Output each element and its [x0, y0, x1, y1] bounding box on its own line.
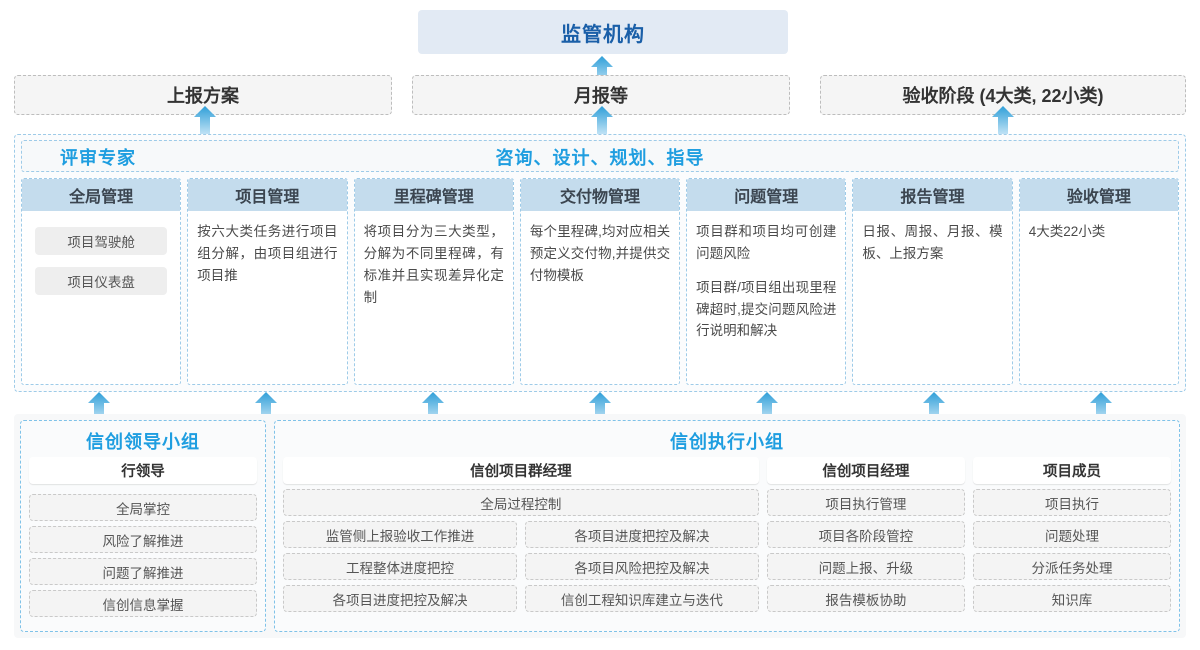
arrow-to-submission-plan [194, 106, 216, 134]
report-row: 上报方案 月报等 验收阶段 (4大类, 22小类) [0, 75, 1200, 115]
task-item[interactable]: 工程整体进度把控 [283, 553, 517, 580]
role-project-member[interactable]: 项目成员 [972, 457, 1172, 484]
arrow-row-bottom-to-platform [0, 392, 1200, 422]
column-project-manager: 信创项目经理 项目执行管理 项目各阶段管控 问题上报、升级 报告模板协助 [766, 457, 965, 623]
arrow-to-monthly-report [591, 106, 613, 134]
task-item[interactable]: 分派任务处理 [972, 553, 1172, 580]
column-global-management[interactable]: 全局管理 项目驾驶舱 项目仪表盘 [21, 178, 182, 385]
task-item[interactable]: 信创信息掌握 [29, 590, 257, 617]
arrow-to-column-4 [589, 392, 611, 420]
task-item[interactable]: 各项目进度把控及解决 [283, 585, 517, 612]
column-title: 验收管理 [1019, 179, 1178, 211]
group-leadership: 信创领导小组 行领导 全局掌控 风险了解推进 问题了解推进 信创信息掌握 [20, 420, 266, 632]
role-program-manager[interactable]: 信创项目群经理 [283, 457, 759, 484]
task-item[interactable]: 信创工程知识库建立与迭代 [524, 585, 759, 612]
task-item[interactable]: 项目各阶段管控 [766, 521, 965, 548]
pill-project-cockpit[interactable]: 项目驾驶舱 [35, 227, 168, 255]
column-deliverable-management[interactable]: 交付物管理 每个里程碑,均对应相关预定义交付物,并提供交付物模板 [519, 178, 681, 385]
task-item[interactable]: 各项目风险把控及解决 [524, 553, 759, 580]
column-body: 4大类22小类 [1020, 211, 1178, 384]
group-execution: 信创执行小组 信创项目群经理 全局过程控制 监管侧上报验收工作推进 工程整体进度… [274, 420, 1180, 632]
column-title: 交付物管理 [520, 179, 680, 211]
task-item[interactable]: 各项目进度把控及解决 [524, 521, 759, 548]
task-item[interactable]: 问题处理 [972, 521, 1172, 548]
column-body: 项目驾驶舱 项目仪表盘 [22, 211, 180, 384]
execution-columns: 信创项目群经理 全局过程控制 监管侧上报验收工作推进 工程整体进度把控 各项目进… [283, 457, 1172, 623]
group-title-leadership: 信创领导小组 [86, 432, 200, 452]
task-item[interactable]: 知识库 [972, 585, 1172, 612]
task-item[interactable]: 问题上报、升级 [766, 553, 965, 580]
arrow-to-column-2 [255, 392, 277, 420]
arrow-to-acceptance-stage [992, 106, 1014, 134]
group-title-execution: 信创执行小组 [670, 432, 784, 452]
arrow-row-middle-to-reports [0, 106, 1200, 143]
task-item[interactable]: 项目执行 [972, 489, 1172, 516]
program-manager-tasks-right: 各项目进度把控及解决 各项目风险把控及解决 信创工程知识库建立与迭代 [524, 516, 759, 612]
arrow-to-column-1 [88, 392, 110, 420]
column-title: 里程碑管理 [354, 179, 513, 211]
task-item[interactable]: 全局掌控 [29, 494, 257, 521]
column-body: 将项目分为三大类型，分解为不同里程碑，有标准并且实现差异化定制 [355, 211, 513, 384]
arrow-to-column-3 [422, 392, 444, 420]
column-title: 报告管理 [853, 179, 1012, 211]
column-project-member: 项目成员 项目执行 问题处理 分派任务处理 知识库 [972, 457, 1172, 623]
role-project-manager[interactable]: 信创项目经理 [766, 457, 965, 484]
column-paragraph: 4大类22小类 [1028, 224, 1106, 239]
platform-columns: 全局管理 项目驾驶舱 项目仪表盘 项目管理 按六大类任务进行项目组分解，由项目组… [21, 178, 1179, 385]
task-item[interactable]: 监管侧上报验收工作推进 [283, 521, 517, 548]
column-report-management[interactable]: 报告管理 日报、周报、月报、模板、上报方案 [852, 178, 1013, 385]
column-paragraph: 日报、周报、月报、模板、上报方案 [862, 224, 1003, 261]
task-item[interactable]: 报告模板协助 [766, 585, 965, 612]
platform-header-bar: 评审专家 咨询、设计、规划、指导 [21, 140, 1179, 172]
leadership-task-list: 全局掌控 风险了解推进 问题了解推进 信创信息掌握 [29, 489, 257, 617]
column-acceptance-management[interactable]: 验收管理 4大类22小类 [1018, 178, 1179, 385]
column-paragraph: 将项目分为三大类型，分解为不同里程碑，有标准并且实现差异化定制 [363, 224, 504, 305]
arrow-to-column-7 [1090, 392, 1112, 420]
arrow-to-column-5 [756, 392, 778, 420]
task-item[interactable]: 项目执行管理 [766, 489, 965, 516]
task-item[interactable]: 问题了解推进 [29, 558, 257, 585]
column-title: 全局管理 [22, 179, 181, 211]
column-body: 项目群和项目均可创建问题风险 项目群/项目组出现里程碑超时,提交问题风险进行说明… [687, 211, 845, 384]
column-body: 日报、周报、月报、模板、上报方案 [853, 211, 1011, 384]
column-program-manager: 信创项目群经理 全局过程控制 监管侧上报验收工作推进 工程整体进度把控 各项目进… [283, 457, 759, 623]
column-paragraph: 按六大类任务进行项目组分解，由项目组进行项目推 [197, 224, 338, 283]
report-box-submission-plan[interactable]: 上报方案 [14, 75, 392, 115]
task-item[interactable]: 风险了解推进 [29, 526, 257, 553]
column-body: 按六大类任务进行项目组分解，由项目组进行项目推 [188, 211, 346, 384]
arrow-month-report-to-regulator [591, 56, 613, 84]
column-title: 项目管理 [188, 179, 347, 211]
task-item-global-process-control[interactable]: 全局过程控制 [283, 489, 759, 516]
organization-section: 信创领导小组 行领导 全局掌控 风险了解推进 问题了解推进 信创信息掌握 信创执… [14, 414, 1186, 638]
column-paragraph: 每个里程碑,均对应相关预定义交付物,并提供交付物模板 [529, 224, 671, 283]
column-project-management[interactable]: 项目管理 按六大类任务进行项目组分解，由项目组进行项目推 [187, 178, 348, 385]
platform-header-consulting: 咨询、设计、规划、指导 [495, 148, 705, 168]
column-title: 问题管理 [687, 179, 846, 211]
regulator-box: 监管机构 [418, 10, 788, 54]
role-bank-leader[interactable]: 行领导 [29, 457, 257, 484]
platform-section: 评审专家 咨询、设计、规划、指导 全局管理 项目驾驶舱 项目仪表盘 项目管理 按… [14, 134, 1186, 392]
program-manager-tasks-left: 监管侧上报验收工作推进 工程整体进度把控 各项目进度把控及解决 [283, 516, 517, 612]
column-body: 每个里程碑,均对应相关预定义交付物,并提供交付物模板 [521, 211, 679, 384]
column-paragraph: 项目群和项目均可创建问题风险 [696, 224, 837, 261]
pill-project-dashboard[interactable]: 项目仪表盘 [35, 267, 168, 295]
arrow-to-column-6 [923, 392, 945, 420]
column-milestone-management[interactable]: 里程碑管理 将项目分为三大类型，分解为不同里程碑，有标准并且实现差异化定制 [353, 178, 514, 385]
platform-header-review-experts: 评审专家 [60, 148, 136, 168]
column-paragraph: 项目群/项目组出现里程碑超时,提交问题风险进行说明和解决 [696, 279, 837, 339]
program-manager-task-grid: 监管侧上报验收工作推进 工程整体进度把控 各项目进度把控及解决 各项目进度把控及… [283, 516, 759, 612]
column-issue-management[interactable]: 问题管理 项目群和项目均可创建问题风险 项目群/项目组出现里程碑超时,提交问题风… [686, 178, 847, 385]
